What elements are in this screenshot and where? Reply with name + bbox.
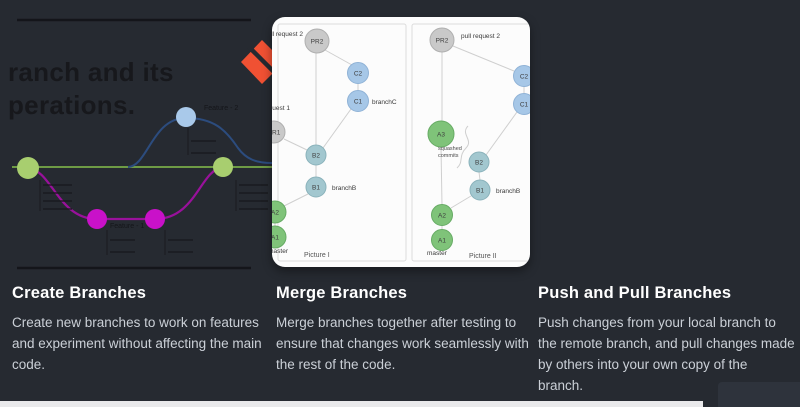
illustration-heading-line1: ranch and its bbox=[8, 57, 174, 87]
git-logo-icon bbox=[241, 40, 272, 84]
picture1-edges bbox=[274, 49, 359, 226]
node-b1 bbox=[469, 179, 491, 201]
picture1-master: master bbox=[272, 248, 289, 255]
node-b2-label: B2 bbox=[475, 160, 483, 167]
picture2-caption: Picture II bbox=[469, 253, 497, 260]
merge-figure-svg: PR2 C2 C1 PR1 B2 B1 A2 A1 pull request 2… bbox=[272, 23, 530, 262]
feature2-commit-dot bbox=[176, 107, 196, 127]
picture1-caption: Picture I bbox=[304, 252, 330, 259]
push-pull-branches-body: Push changes from your local branch to t… bbox=[538, 315, 795, 393]
commit-annotations-left-green bbox=[39, 180, 72, 211]
node-a1-label: A1 bbox=[438, 238, 446, 245]
column-push-pull-branches: Push and Pull Branches Push changes from… bbox=[538, 284, 796, 396]
node-b1-label: B1 bbox=[312, 185, 320, 192]
merge-branches-title: Merge Branches bbox=[276, 284, 408, 302]
feature2-label: Feature - 2 bbox=[204, 105, 238, 112]
feature1-commit-dot-left bbox=[87, 209, 107, 229]
node-c2 bbox=[513, 65, 530, 87]
node-a3 bbox=[427, 120, 455, 148]
node-c1 bbox=[347, 90, 369, 112]
node-b1 bbox=[305, 176, 327, 198]
picture2-branchB: branchB bbox=[496, 188, 520, 195]
push-pull-branches-title: Push and Pull Branches bbox=[538, 284, 732, 302]
picture1-pull-request-1: pull request 1 bbox=[272, 105, 290, 112]
branch-operations-illustration: ranch and its perations. Feature - 2 Fea… bbox=[0, 0, 272, 282]
node-a2 bbox=[272, 200, 287, 224]
branch-diagram-svg: ranch and its perations. Feature - 2 Fea… bbox=[8, 18, 272, 270]
illustration-heading-line2: perations. bbox=[8, 90, 135, 120]
feature2-branch-curve bbox=[127, 116, 272, 168]
node-pr2 bbox=[304, 28, 330, 54]
node-c1-label: C1 bbox=[354, 99, 363, 106]
commit-annotations-blue bbox=[187, 128, 216, 155]
node-c2 bbox=[347, 62, 369, 84]
master-commit-dot-left bbox=[17, 157, 39, 179]
node-c1-label: C1 bbox=[520, 102, 529, 109]
picture2-squashed-line1: squashed bbox=[438, 146, 462, 152]
node-a1 bbox=[272, 225, 287, 249]
merge-branches-figure: PR2 C2 C1 PR1 B2 B1 A2 A1 pull request 2… bbox=[272, 17, 530, 267]
node-a1 bbox=[431, 229, 453, 251]
node-a1-label: A1 bbox=[272, 235, 279, 242]
bottom-right-widget-corner bbox=[718, 382, 800, 407]
node-pr2-label: PR2 bbox=[311, 39, 324, 46]
node-c2-label: C2 bbox=[354, 71, 363, 78]
node-b1-label: B1 bbox=[476, 188, 484, 195]
commit-annotations-magenta-left bbox=[106, 230, 135, 255]
node-pr1 bbox=[272, 120, 286, 144]
picture1-pull-request-2: pull request 2 bbox=[272, 31, 303, 38]
node-c2-label: C2 bbox=[520, 74, 529, 81]
picture1-branchC: branchC bbox=[372, 99, 397, 106]
picture2-squashed-line2: commits bbox=[438, 153, 459, 159]
create-branches-title: Create Branches bbox=[12, 284, 147, 302]
picture1-branchB: branchB bbox=[332, 185, 356, 192]
node-pr2-label: PR2 bbox=[436, 38, 449, 45]
node-b2-label: B2 bbox=[312, 153, 320, 160]
create-branches-body: Create new branches to work on features … bbox=[12, 315, 262, 372]
node-a3-label: A3 bbox=[437, 132, 445, 139]
picture2-pull-request-2: pull request 2 bbox=[461, 33, 500, 40]
next-section-edge bbox=[0, 401, 703, 407]
column-create-branches: Create Branches Create new branches to w… bbox=[12, 284, 270, 375]
picture2-nodes: PR2 C2 C1 A3 B2 B1 A2 A1 bbox=[427, 27, 530, 251]
node-c1 bbox=[513, 93, 530, 115]
feature1-branch-curve bbox=[27, 165, 224, 221]
node-a2-label: A2 bbox=[438, 213, 446, 220]
commit-annotations-right-green bbox=[235, 180, 268, 211]
node-b2 bbox=[468, 151, 490, 173]
node-a2-label: A2 bbox=[272, 210, 279, 217]
node-pr1-label: PR1 bbox=[272, 130, 281, 137]
picture2-master: master bbox=[427, 250, 448, 257]
picture1-nodes: PR2 C2 C1 PR1 B2 B1 A2 A1 bbox=[272, 28, 369, 249]
picture2-frame bbox=[411, 23, 530, 262]
picture2-edges bbox=[440, 45, 525, 230]
commit-annotations-magenta-right bbox=[164, 230, 193, 255]
master-commit-dot-right bbox=[213, 157, 233, 177]
merge-branches-body: Merge branches together after testing to… bbox=[276, 315, 529, 372]
squashed-commits-squiggle bbox=[456, 125, 470, 169]
node-pr2 bbox=[429, 27, 455, 53]
node-b2 bbox=[305, 144, 327, 166]
node-a2 bbox=[431, 204, 453, 226]
column-merge-branches: Merge Branches Merge branches together a… bbox=[276, 284, 534, 375]
feature1-commit-dot-right bbox=[145, 209, 165, 229]
feature1-label: Feature - 1 bbox=[110, 223, 144, 230]
